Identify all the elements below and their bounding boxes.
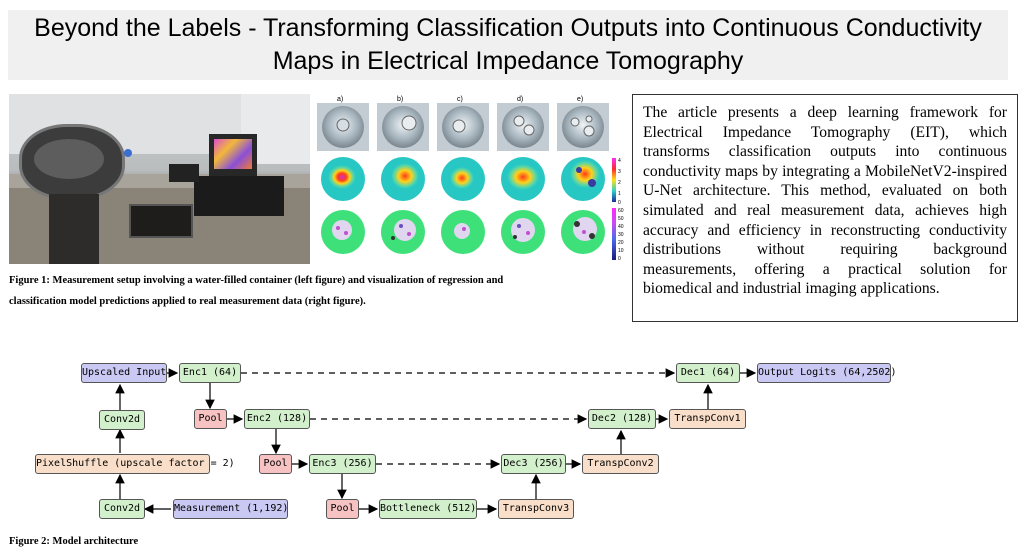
panel-label-d: d) [517,96,523,103]
title-banner: Beyond the Labels - Transforming Classif… [8,10,1008,80]
panel-label-b: b) [397,96,403,103]
figure2-caption: Figure 2: Model architecture [9,536,139,547]
photo-row [317,103,609,151]
bottleneck-node: Bottleneck (512) [379,499,477,519]
output-logits-node: Output Logits (64,2502) [757,363,896,383]
abstract-box: The article presents a deep learning fra… [632,94,1018,322]
cbar2-tick-10: 10 [618,248,624,254]
conv2d-top-node: Conv2d [99,410,145,430]
cbar1-tick-0: 0 [618,200,621,206]
cbar2-tick-0: 0 [618,256,621,262]
cbar2-tick-30: 30 [618,232,624,238]
dec1-node: Dec1 (64) [676,363,740,383]
conv2d-bottom-node: Conv2d [99,499,145,519]
cbar2-tick-40: 40 [618,224,624,230]
results-grid: a) b) c) d) e) 4 3 2 1 0 60 50 40 30 20 … [317,96,624,262]
transpconv3-node: TranspConv3 [498,499,574,519]
cbar1-tick-1: 1 [618,191,621,197]
measurement-setup-photo [9,94,310,264]
classification-row [321,210,605,254]
enc2-node: Enc2 (128) [244,409,310,429]
upscaled-input-node: Upscaled Input [81,363,167,383]
cbar1-tick-4: 4 [618,158,621,164]
dec2-node: Dec2 (128) [588,409,656,429]
measurement-node: Measurement (1,192) [173,499,288,519]
enc3-node: Enc3 (256) [309,454,376,474]
colorbar-regression [612,158,616,202]
pool2-node: Pool [259,454,292,474]
title-line-1: Beyond the Labels - Transforming Classif… [34,14,982,42]
panel-label-e: e) [577,96,583,103]
figure1-caption-line2: classification model predictions applied… [9,296,366,307]
cbar1-tick-2: 2 [618,180,621,186]
figure1-caption: Figure 1: Measurement setup involving a … [9,270,609,312]
colorbar-classification [612,208,616,260]
cbar2-tick-50: 50 [618,216,624,222]
cbar2-tick-20: 20 [618,240,624,246]
figure1-caption-line1: Figure 1: Measurement setup involving a … [9,275,504,286]
pool3-node: Pool [326,499,359,519]
cbar2-tick-60: 60 [618,208,624,214]
panel-label-a: a) [337,96,343,103]
dec3-node: Dec3 (256) [501,454,566,474]
transpconv1-node: TranspConv1 [669,409,746,429]
transpconv2-node: TranspConv2 [582,454,659,474]
title-line-2: Maps in Electrical Impedance Tomography [272,47,744,75]
panel-label-c: c) [457,96,463,103]
regression-row [321,157,605,201]
pool1-node: Pool [194,409,227,429]
cbar1-tick-3: 3 [618,169,621,175]
enc1-node: Enc1 (64) [179,363,241,383]
pixelshuffle-node: PixelShuffle (upscale factor = 2) [35,454,235,474]
